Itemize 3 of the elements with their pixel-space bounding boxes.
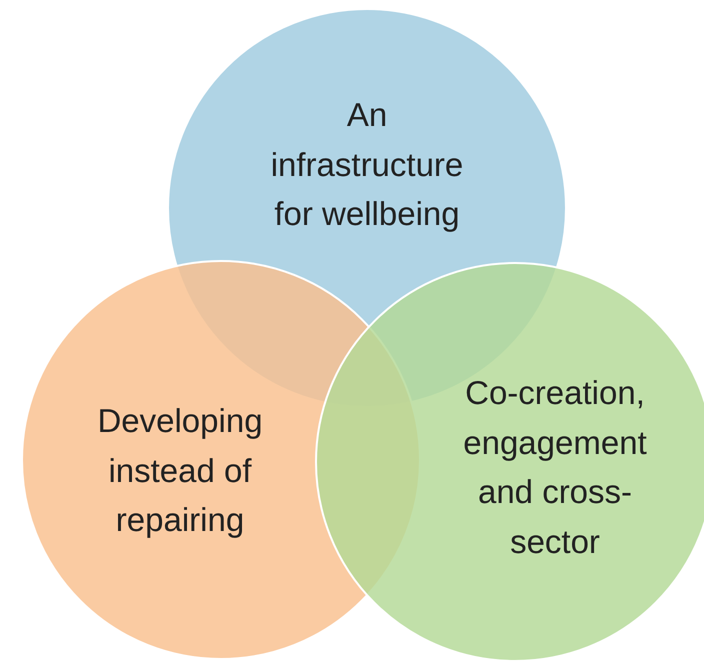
circle-label: Co-creation, engagement and cross-sector (462, 373, 648, 562)
circle-label: An infrastructure for wellbeing (270, 95, 464, 234)
circle-label: Developing instead of repairing (96, 401, 264, 540)
